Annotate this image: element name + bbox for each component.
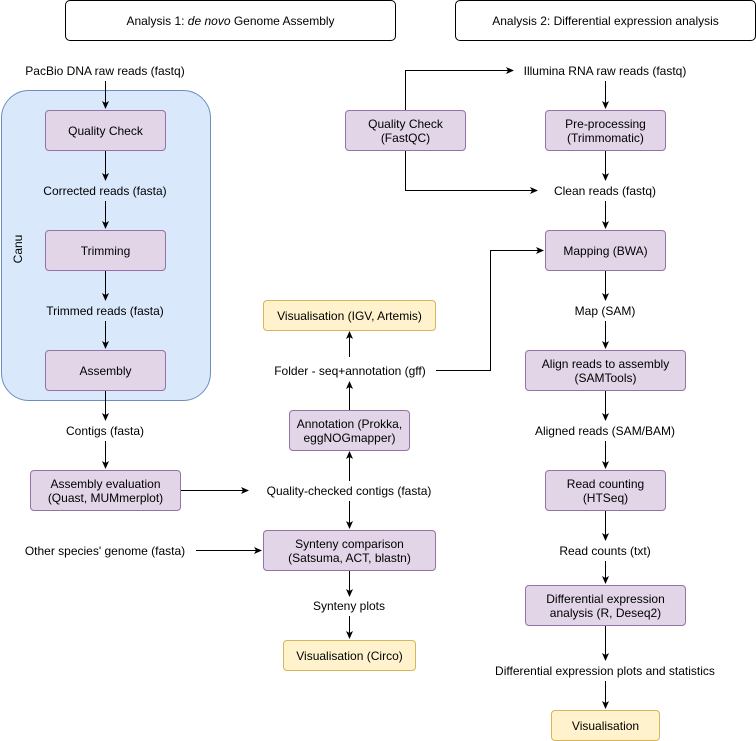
quality-check-fastqc-node[interactable]: Quality Check (FastQC) — [345, 110, 466, 151]
annotation-node[interactable]: Annotation (Prokka, eggNOGmapper) — [289, 410, 410, 451]
map-sam-label: Map (SAM) — [574, 304, 636, 318]
visualisation-node[interactable]: Visualisation — [551, 710, 660, 741]
synteny-comparison-node[interactable]: Synteny comparison (Satsuma, ACT, blastn… — [263, 530, 436, 571]
analysis-1-prefix: Analysis 1: — [126, 13, 188, 28]
analysis-2-header: Analysis 2: Differential expression anal… — [455, 0, 756, 41]
canu-group-label: Canu — [11, 234, 25, 264]
corrected-reads-label: Corrected reads (fasta) — [43, 184, 167, 198]
differential-expression-analysis-node[interactable]: Differential expression analysis (R, Des… — [525, 585, 686, 626]
assembly-node[interactable]: Assembly — [45, 350, 166, 391]
analysis-1-emphasis: de novo — [187, 13, 231, 28]
folder-seq-annotation-label: Folder - seq+annotation (gff) — [274, 364, 426, 378]
trimming-node[interactable]: Trimming — [45, 230, 166, 271]
read-counts-label: Read counts (txt) — [559, 544, 651, 558]
edge-fastqc-to-raw — [405, 67, 514, 110]
illumina-raw-reads-label: Illumina RNA raw reads (fastq) — [523, 64, 687, 78]
edge-fastqc-to-clean — [405, 151, 538, 194]
other-species-genome-label: Other species' genome (fasta) — [24, 544, 186, 558]
trimmed-reads-label: Trimmed reads (fasta) — [46, 304, 164, 318]
synteny-plots-label: Synteny plots — [312, 599, 386, 613]
visualisation-igv-artemis-node[interactable]: Visualisation (IGV, Artemis) — [263, 300, 436, 331]
assembly-evaluation-node[interactable]: Assembly evaluation (Quast, MUMmerplot) — [30, 470, 181, 511]
quality-checked-contigs-label: Quality-checked contigs (fasta) — [266, 484, 432, 498]
mapping-bwa-node[interactable]: Mapping (BWA) — [545, 230, 666, 271]
pacbio-raw-reads-label: PacBio DNA raw reads (fastq) — [25, 64, 185, 78]
aligned-reads-label: Aligned reads (SAM/BAM) — [534, 424, 676, 438]
analysis-1-header: Analysis 1: de novo Genome Assembly — [65, 0, 396, 41]
preprocessing-node[interactable]: Pre-processing (Trimmomatic) — [545, 110, 666, 151]
differential-expression-plots-label: Differential expression plots and statis… — [495, 664, 715, 678]
contigs-label: Contigs (fasta) — [65, 424, 145, 438]
read-counting-node[interactable]: Read counting (HTSeq) — [545, 470, 666, 511]
quality-check-node[interactable]: Quality Check — [45, 110, 166, 151]
align-reads-node[interactable]: Align reads to assembly (SAMTools) — [525, 350, 686, 391]
analysis-1-suffix: Genome Assembly — [230, 13, 335, 28]
visualisation-circo-node[interactable]: Visualisation (Circo) — [283, 640, 416, 671]
clean-reads-label: Clean reads (fastq) — [553, 184, 657, 198]
